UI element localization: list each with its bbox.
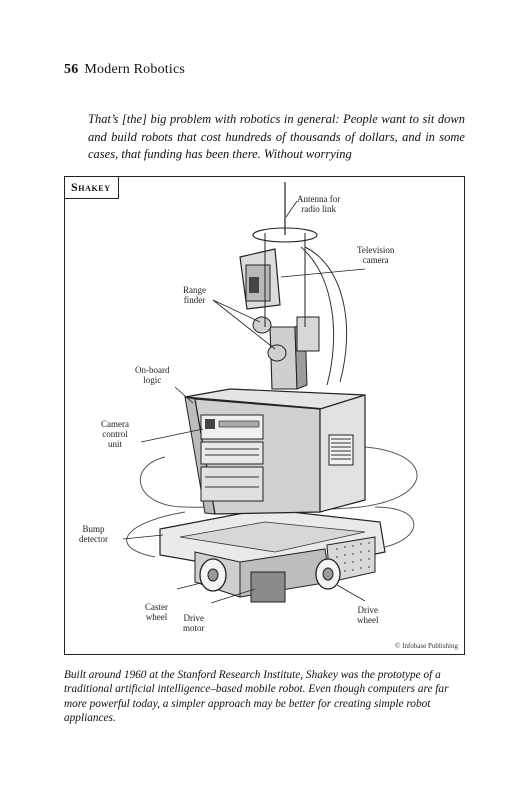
running-header: 56 Modern Robotics xyxy=(64,62,185,78)
figure-title: Shakey xyxy=(65,177,119,199)
shakey-illustration xyxy=(122,182,418,604)
label-on-board-logic: On-board logic xyxy=(135,365,170,385)
label-caster-wheel: Caster wheel xyxy=(145,602,168,622)
quote-paragraph: That’s [the] big problem with robotics i… xyxy=(88,112,465,161)
running-title: Modern Robotics xyxy=(84,62,186,77)
label-television-camera: Television camera xyxy=(357,245,395,265)
figure-caption: Built around 1960 at the Stanford Resear… xyxy=(64,669,449,724)
figure-credit: © Infobase Publishing xyxy=(395,642,458,650)
label-bump-detector: Bump detector xyxy=(79,524,108,544)
label-range-finder: Range finder xyxy=(183,285,206,305)
page-number: 56 xyxy=(64,62,79,77)
label-antenna: Antenna for radio link xyxy=(297,194,341,214)
shakey-figure: Shakey Antenna for radio link Television… xyxy=(64,176,465,655)
label-drive-motor: Drive motor xyxy=(183,613,205,633)
label-drive-wheel: Drive wheel xyxy=(357,605,379,625)
label-camera-control-unit: Camera control unit xyxy=(101,419,129,449)
